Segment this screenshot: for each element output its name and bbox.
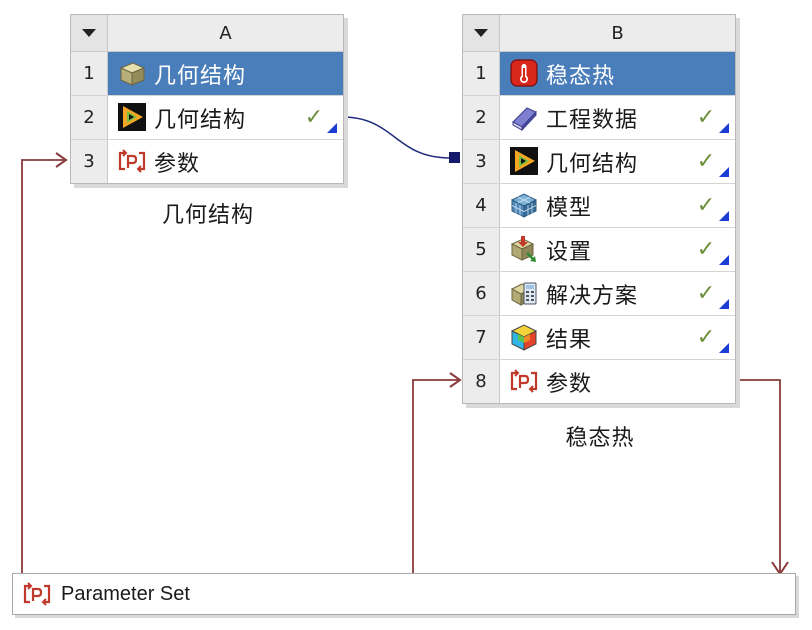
system-b-header: B [463, 15, 735, 52]
system-b-steady-state-thermal[interactable]: B 1 稳态热 2 工程数据 ✓ 3 几何结构 ✓ 4 模型 ✓ 5 设置 ✓ 6 解决方案 ✓ 7 结果 ✓ 8 参数 [462, 14, 736, 404]
cell-label: 解决方案 [546, 283, 639, 309]
cell-label: 模型 [546, 195, 593, 221]
system-a-caption[interactable]: 几何结构 [161, 203, 254, 228]
row-number: 1 [71, 52, 108, 95]
cell-label: 稳态热 [546, 63, 616, 89]
status-corner-marker-icon [719, 123, 729, 133]
cell-b7[interactable]: 7 结果 ✓ [463, 316, 735, 360]
solution-icon [508, 277, 540, 309]
row-number: 3 [463, 140, 500, 183]
cell-b2[interactable]: 2 工程数据 ✓ [463, 96, 735, 140]
row-number: 8 [463, 360, 500, 403]
system-a-menu-button[interactable] [71, 15, 108, 51]
row-number: 7 [463, 316, 500, 359]
up-to-date-check-icon: ✓ [696, 237, 716, 262]
row-number: 6 [463, 272, 500, 315]
row-number: 1 [463, 52, 500, 95]
thermometer-icon [508, 57, 540, 89]
dropdown-triangle-icon [82, 29, 96, 37]
engineering-data-book-icon [508, 101, 540, 133]
system-a-column-letter: A [219, 22, 232, 44]
cell-label: 参数 [546, 371, 593, 397]
status-corner-marker-icon [719, 343, 729, 353]
status-corner-marker-icon [719, 299, 729, 309]
cell-a3[interactable]: 3 参数 [71, 140, 343, 183]
cell-label: 几何结构 [546, 151, 639, 177]
cell-label: 设置 [546, 239, 593, 265]
cell-b6[interactable]: 6 解决方案 ✓ [463, 272, 735, 316]
row-number: 2 [71, 96, 108, 139]
row-number: 2 [463, 96, 500, 139]
cell-a1[interactable]: 1 几何结构 [71, 52, 343, 96]
setup-icon [508, 233, 540, 265]
status-corner-marker-icon [719, 211, 729, 221]
row-number: 5 [463, 228, 500, 271]
system-b-caption[interactable]: 稳态热 [565, 426, 635, 451]
cell-b5[interactable]: 5 设置 ✓ [463, 228, 735, 272]
dropdown-triangle-icon [474, 29, 488, 37]
cell-b4[interactable]: 4 模型 ✓ [463, 184, 735, 228]
system-a-header: A [71, 15, 343, 52]
parameter-icon [508, 365, 540, 397]
cell-b3[interactable]: 3 几何结构 ✓ [463, 140, 735, 184]
up-to-date-check-icon: ✓ [696, 325, 716, 350]
cell-label: 工程数据 [546, 107, 639, 133]
system-b-column-letter: B [611, 22, 624, 44]
results-icon [508, 321, 540, 353]
cell-a2[interactable]: 2 几何结构 ✓ [71, 96, 343, 140]
up-to-date-check-icon: ✓ [696, 281, 716, 306]
mesh-model-icon [508, 189, 540, 221]
system-a-geometry[interactable]: A 1 几何结构 2 几何结构 ✓ 3 参数 [70, 14, 344, 184]
parameter-icon [21, 578, 53, 610]
row-number: 4 [463, 184, 500, 227]
geometry-link-endpoint [449, 152, 460, 163]
up-to-date-check-icon: ✓ [696, 105, 716, 130]
cell-b8[interactable]: 8 参数 [463, 360, 735, 403]
spaceclaim-geometry-icon [508, 145, 540, 177]
parameter-icon [116, 145, 148, 177]
cell-label: 几何结构 [154, 63, 247, 89]
parameter-link-b8-in [412, 379, 460, 573]
parameter-link-a3 [21, 159, 66, 573]
geometry-box-icon [116, 57, 148, 89]
parameter-set-bar[interactable]: Parameter Set [12, 573, 796, 615]
cell-b1[interactable]: 1 稳态热 [463, 52, 735, 96]
up-to-date-check-icon: ✓ [304, 105, 324, 130]
cell-label: 结果 [546, 327, 593, 353]
row-number: 3 [71, 140, 108, 183]
parameter-arrow-b8 [449, 372, 462, 388]
up-to-date-check-icon: ✓ [696, 149, 716, 174]
parameter-set-label: Parameter Set [61, 582, 190, 605]
status-corner-marker-icon [719, 167, 729, 177]
cell-label: 参数 [154, 151, 201, 177]
status-corner-marker-icon [327, 123, 337, 133]
up-to-date-check-icon: ✓ [696, 193, 716, 218]
system-b-menu-button[interactable] [463, 15, 500, 51]
geometry-link-line [341, 116, 451, 159]
spaceclaim-geometry-icon [116, 101, 148, 133]
cell-label: 几何结构 [154, 107, 247, 133]
status-corner-marker-icon [719, 255, 729, 265]
parameter-arrow-a3 [55, 152, 68, 168]
parameter-link-b8-out [736, 379, 781, 573]
